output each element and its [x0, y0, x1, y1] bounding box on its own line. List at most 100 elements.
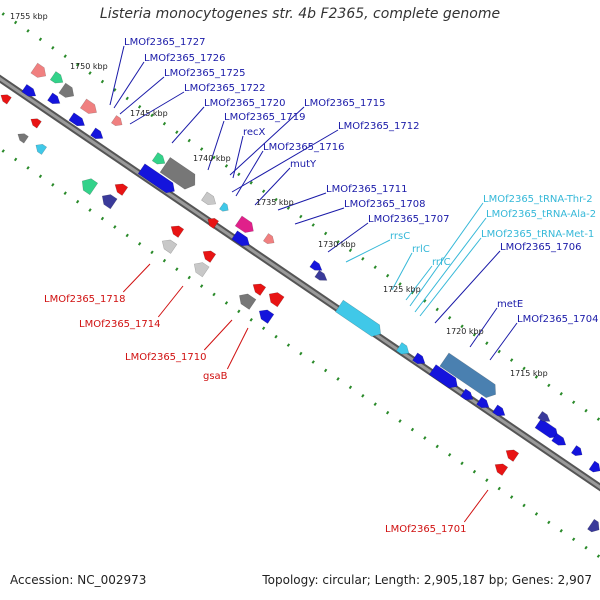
leader-line	[327, 222, 369, 253]
reverse-gene-arrow	[0, 94, 12, 105]
leader-line	[405, 265, 433, 301]
reverse-gene-arrow	[161, 239, 178, 254]
forward-gene-arrow	[58, 82, 75, 98]
reverse-gene-arrow	[170, 225, 185, 238]
leader-line	[226, 327, 249, 370]
forward-gene-arrow	[262, 233, 275, 244]
leader-line	[235, 150, 264, 197]
gene-label: LMOf2365_1710	[125, 352, 207, 363]
scale-label: 1720 kbp	[446, 327, 484, 336]
leader-line	[129, 91, 185, 125]
gene-label: LMOf2365_1726	[144, 53, 226, 64]
reverse-gene-arrow	[101, 194, 118, 210]
genome-stats-text: Topology: circular; Length: 2,905,187 bp…	[262, 573, 592, 587]
forward-gene-arrow	[412, 352, 426, 364]
forward-gene-arrow	[335, 299, 381, 337]
gene-label: LMOf2365_1711	[326, 184, 408, 195]
forward-gene-arrow	[137, 163, 175, 194]
gene-label: LMOf2365_1714	[79, 319, 161, 330]
tick-rail	[0, 146, 600, 560]
reverse-gene-arrow	[202, 250, 217, 263]
reverse-gene-arrow	[81, 178, 99, 196]
forward-gene-arrow	[587, 518, 600, 533]
gene-label: LMOf2365_tRNA-Thr-2	[483, 194, 593, 205]
forward-gene-arrow	[21, 83, 37, 97]
forward-gene-arrow	[49, 71, 64, 84]
scale-label: 1715 kbp	[510, 369, 548, 378]
forward-gene-arrow	[309, 259, 323, 271]
gene-label: rrlC	[412, 244, 430, 255]
leader-line	[109, 45, 125, 106]
leader-line	[254, 167, 291, 206]
label-callouts: LMOf2365_1727LMOf2365_1726LMOf2365_1725L…	[44, 37, 599, 535]
forward-gene-arrow	[151, 152, 166, 165]
leader-line	[294, 207, 345, 225]
gene-label: LMOf2365_tRNA-Met-1	[481, 229, 594, 240]
forward-gene-arrow	[476, 396, 490, 408]
forward-gene-arrow	[537, 410, 551, 422]
gene-label: LMOf2365_1718	[44, 294, 126, 305]
forward-gene-arrow	[428, 364, 458, 389]
forward-gene-arrow	[460, 388, 474, 400]
forward-gene-arrow	[395, 342, 410, 355]
leader-line	[207, 120, 225, 171]
leader-line	[171, 106, 205, 144]
forward-gene-arrow	[534, 418, 559, 439]
leader-line	[119, 76, 165, 115]
scale-label: 1735 kbp	[256, 198, 294, 207]
leader-line	[345, 239, 391, 263]
gene-label: LMOf2365_1725	[164, 68, 246, 79]
leader-line	[232, 135, 244, 179]
reverse-gene-arrow	[252, 283, 267, 296]
leader-line	[409, 202, 484, 307]
gene-label: LMOf2365_1707	[368, 214, 450, 225]
scale-label: 1740 kbp	[193, 154, 231, 163]
forward-gene-arrow	[492, 404, 506, 416]
leader-line	[434, 250, 501, 324]
reverse-gene-arrow	[35, 144, 48, 155]
gene-label: LMOf2365_1712	[338, 121, 420, 132]
gene-label: LMOf2365_1716	[263, 142, 345, 153]
accession-text: Accession: NC_002973	[10, 573, 147, 587]
gene-label: LMOf2365_tRNA-Ala-2	[486, 209, 596, 220]
leader-line	[203, 319, 233, 351]
leader-line	[463, 489, 489, 523]
gene-label: recX	[243, 127, 266, 138]
reverse-gene-arrow	[268, 292, 285, 308]
gene-label: LMOf2365_1722	[184, 83, 266, 94]
forward-gene-arrow	[68, 112, 85, 127]
scale-label: 1730 kbp	[318, 240, 356, 249]
scale-label: 1755 kbp	[10, 12, 48, 21]
reverse-gene-arrow	[17, 133, 29, 144]
forward-gene-arrow	[159, 157, 196, 190]
forward-gene-arrow	[219, 202, 229, 212]
reverse-gene-arrow	[114, 183, 129, 196]
leader-line	[229, 106, 305, 176]
forward-gene-arrow	[588, 460, 600, 473]
scale-label: 1745 kbp	[130, 109, 168, 118]
gene-label: LMOf2365_1708	[344, 199, 426, 210]
gene-label: gsaB	[203, 371, 228, 382]
gene-label: LMOf2365_1701	[385, 524, 467, 535]
reverse-gene-arrow	[193, 262, 210, 278]
leader-line	[489, 322, 518, 361]
leader-line	[469, 307, 498, 348]
forward-gene-arrow	[30, 62, 47, 78]
gene-label: LMOf2365_1727	[124, 37, 206, 48]
forward-gene-arrow	[231, 230, 250, 247]
gene-label: metE	[497, 299, 523, 310]
leader-line	[231, 129, 339, 193]
gene-label: LMOf2365_1704	[517, 314, 599, 325]
reverse-gene-arrow	[258, 309, 275, 324]
gene-label: mutY	[290, 159, 317, 170]
gene-label: LMOf2365_1706	[500, 242, 582, 253]
forward-gene-arrow	[110, 115, 123, 126]
reverse-gene-arrow	[239, 293, 257, 310]
leader-line	[157, 285, 184, 318]
map-title: Listeria monocytogenes str. 4b F2365, co…	[99, 6, 501, 22]
forward-gene-arrow	[90, 127, 104, 139]
forward-gene-arrow	[570, 445, 583, 456]
gene-label: LMOf2365_1720	[204, 98, 286, 109]
